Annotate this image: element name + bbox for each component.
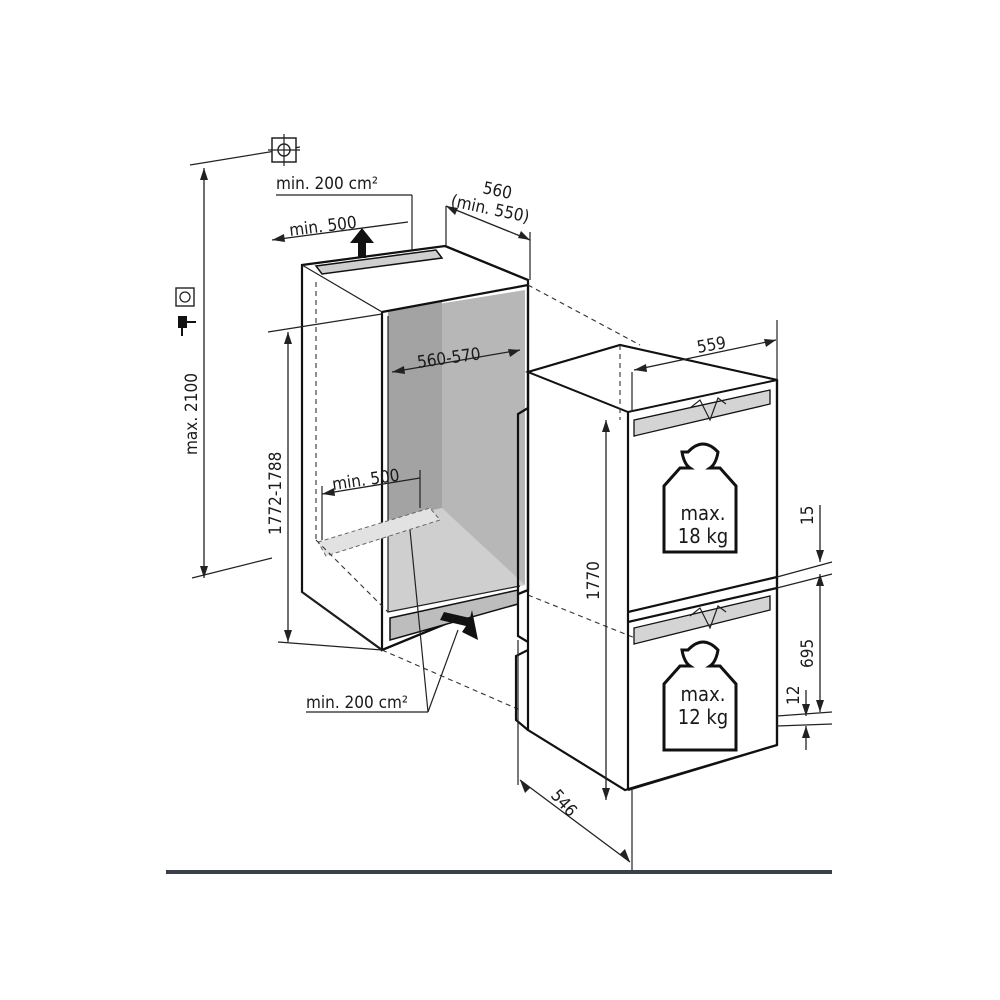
top-depth-label: min. 500	[288, 213, 358, 241]
max-height-dimension: max. 2100	[182, 168, 273, 579]
niche-height-label: 1772-1788	[266, 452, 286, 535]
lower-load-weight: max. 12 kg	[662, 640, 738, 752]
niche-height-dimension: 1772-1788	[266, 313, 383, 651]
appliance-width-dimension: 559	[631, 320, 778, 412]
appliance-depth-dimension: 546	[517, 640, 633, 870]
upper-load-max: max.	[681, 501, 726, 525]
top-vent-label: min. 200 cm²	[276, 174, 378, 194]
door-gap-dimensions: 15 695 12	[776, 505, 833, 750]
top-vent-dimension: min. 200 cm²	[276, 174, 413, 250]
appliance-depth-label: 546	[546, 786, 580, 821]
plug-icon	[178, 316, 196, 336]
appliance-body	[514, 343, 779, 792]
appliance-width-label: 559	[695, 333, 727, 358]
airflow-in-arrow	[440, 610, 478, 640]
power-socket-icon	[175, 287, 195, 307]
upper-load-weight: max. 18 kg	[662, 442, 738, 554]
weight-icon	[662, 640, 738, 752]
bottom-vent-dimension: min. 200 cm²	[306, 529, 478, 713]
bottom-rule	[166, 870, 832, 874]
bottom-vent-label: min. 200 cm²	[306, 693, 408, 713]
lower-load-max: max.	[681, 682, 726, 706]
upper-load-value: 18 kg	[678, 524, 728, 548]
appliance-height-dimension: 1770	[584, 420, 610, 800]
gap-top-label: 15	[798, 506, 818, 525]
weight-icon	[662, 442, 738, 554]
water-connection	[189, 134, 301, 166]
top-depth-dimension: min. 500	[271, 213, 409, 258]
lower-load-value: 12 kg	[678, 705, 728, 729]
max-height-label: max. 2100	[182, 373, 202, 455]
appliance-height-label: 1770	[584, 561, 604, 600]
gap-bottom-label: 12	[784, 686, 804, 705]
power-icons	[175, 287, 196, 336]
lower-door-label: 695	[798, 639, 818, 668]
airflow-up-arrow	[350, 228, 374, 258]
